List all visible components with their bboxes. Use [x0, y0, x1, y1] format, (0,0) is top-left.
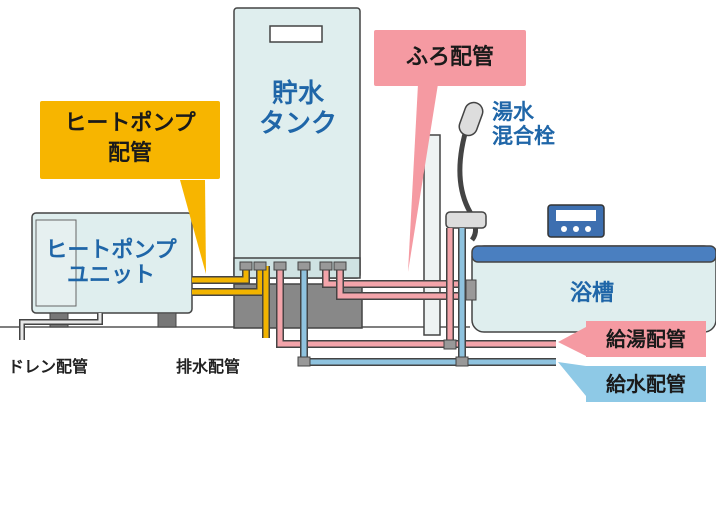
heatpump-pipe-callout-pointer — [180, 180, 206, 274]
heatpump-unit-label: ヒートポンプ ユニット — [45, 238, 177, 289]
bath-pipe-callout-pointer — [408, 84, 438, 272]
pipe-fitting — [239, 261, 253, 271]
pipe-fitting — [455, 356, 469, 367]
bathtub-label: 浴槽 — [570, 281, 615, 306]
bath-remote-button — [585, 226, 591, 232]
tank-label: 貯水 タンク — [258, 79, 337, 139]
pipe-fitting — [333, 261, 347, 271]
waste-pipe-label: 排水配管 — [176, 357, 241, 376]
bath-remote-button — [573, 226, 579, 232]
hot-supply-tag-pointer — [558, 327, 586, 356]
bathtub-rim — [471, 245, 716, 263]
heatpump-foot-right — [157, 312, 177, 328]
pipe-fitting — [297, 356, 311, 367]
heatpump-pipe-lower — [192, 266, 263, 295]
shower-head — [458, 101, 484, 137]
pipe-fitting — [319, 261, 333, 271]
pipe-fitting — [273, 261, 287, 271]
pipe-fitting — [297, 261, 311, 271]
storage-tank — [233, 7, 361, 279]
bath-pipe-upper — [323, 266, 472, 287]
water-supply-tag: 給水配管 — [586, 366, 706, 402]
hot-supply-tag: 給湯配管 — [586, 321, 706, 357]
bath-pipe-callout: ふろ配管 — [374, 30, 526, 86]
heatpump-pipe-callout: ヒートポンプ 配管 — [40, 101, 220, 179]
bath-pipe-lower — [337, 266, 472, 299]
bath-remote-screen — [556, 210, 596, 221]
pipe-fitting — [443, 339, 457, 350]
drain-pipe — [20, 313, 102, 340]
heatpump-grille — [35, 219, 77, 307]
bath-remote-button — [561, 226, 567, 232]
pipe-fitting — [465, 279, 477, 301]
tank-control-panel — [269, 25, 323, 43]
pipe-fitting — [253, 261, 267, 271]
water-supply-tag-pointer — [558, 362, 586, 396]
heatpump-pipe-upper — [192, 266, 249, 283]
drain-pipe-label: ドレン配管 — [8, 357, 89, 376]
mixer-tap — [445, 211, 487, 229]
wall — [423, 134, 441, 336]
mixer-tap-label: 湯水 混合栓 — [492, 100, 555, 149]
